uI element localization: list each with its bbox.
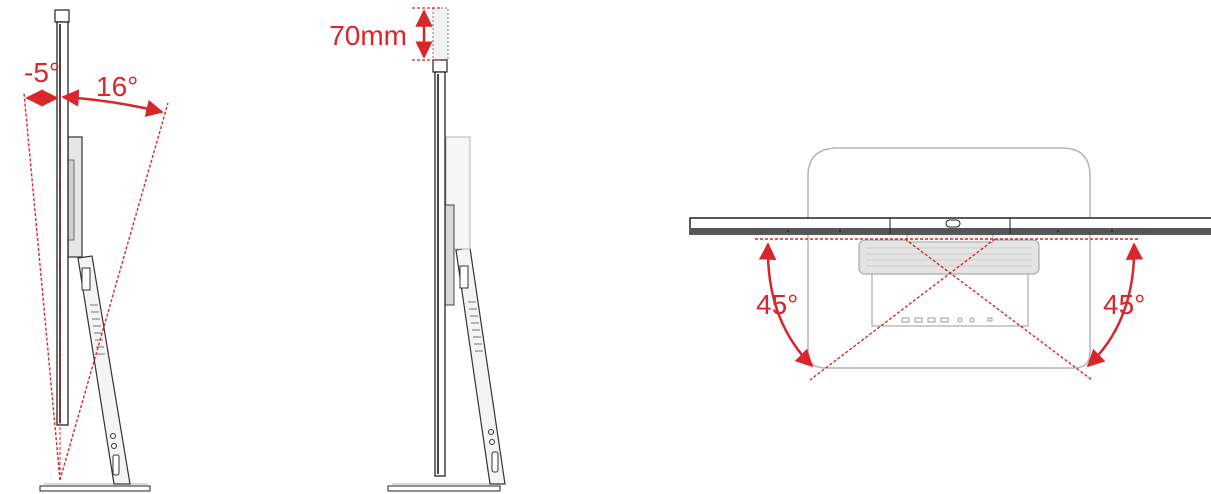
- swivel-stand-body: [871, 269, 1029, 327]
- height-view: 70mm: [329, 7, 506, 492]
- height-lift-label: 70mm: [329, 20, 407, 51]
- tilt-limit-forward: [59, 102, 169, 481]
- height-monitor-panel: [434, 71, 446, 477]
- height-camera-raised: [432, 7, 449, 61]
- swivel-right-arrow: [1086, 242, 1144, 368]
- swivel-limit-left: [809, 238, 996, 381]
- tilt-forward-label: 16°: [96, 71, 138, 102]
- swivel-limit-right: [904, 238, 1093, 381]
- swivel-left-label: 45°: [756, 289, 798, 320]
- swivel-left-arrow: [758, 242, 814, 368]
- tilt-limit-backward: [23, 92, 61, 481]
- tilt-camera: [54, 9, 70, 23]
- tilt-monitor-panel: [56, 21, 69, 426]
- tilt-stand: [77, 255, 131, 485]
- tilt-view: -5° 16°: [23, 9, 169, 492]
- height-base: [387, 485, 501, 492]
- tilt-backward-label: -5°: [24, 57, 60, 88]
- tilt-forward-arrow: [61, 89, 164, 117]
- height-camera: [432, 59, 448, 73]
- swivel-right-label: 45°: [1103, 289, 1145, 320]
- swivel-speaker-grille: [858, 239, 1040, 275]
- swivel-view: 45° 45°: [689, 147, 1211, 381]
- swivel-base-footprint: [807, 147, 1091, 369]
- swivel-camera: [945, 219, 961, 228]
- swivel-ports: [901, 317, 993, 323]
- tilt-base: [39, 485, 151, 492]
